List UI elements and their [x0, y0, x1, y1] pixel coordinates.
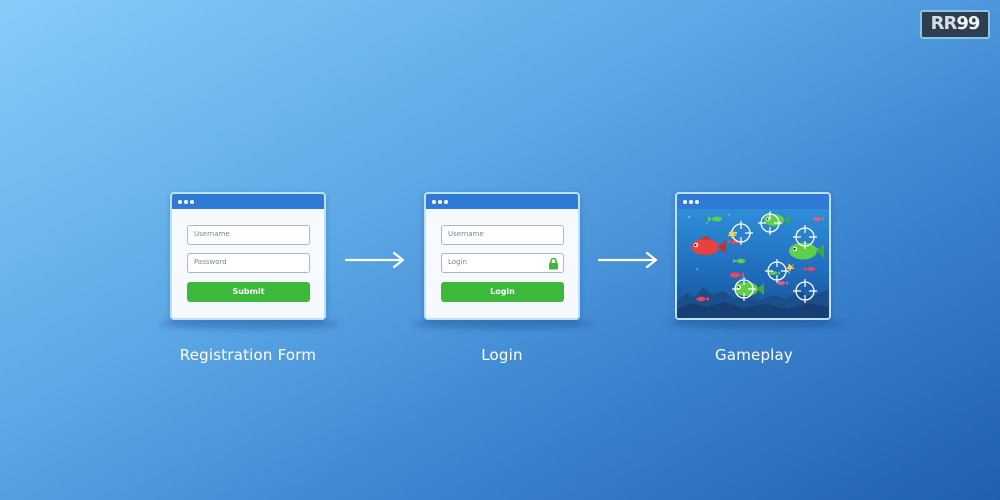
window-dot-icon [683, 200, 687, 204]
login-caption: Login [481, 346, 523, 364]
fish-icon [708, 216, 722, 222]
window-dot-icon [184, 200, 188, 204]
fish-icon [691, 236, 726, 255]
arrow-right-icon [345, 251, 405, 269]
spark-icon [727, 230, 737, 239]
gameplay-window-shadow [666, 318, 848, 330]
registration-password-placeholder: Password [194, 258, 227, 266]
submit-button[interactable]: Submit [187, 282, 310, 302]
registration-username-placeholder: Username [194, 230, 230, 238]
fish-icon [777, 281, 788, 285]
gameplay-window-titlebar [677, 194, 829, 209]
lock-icon [549, 257, 558, 270]
window-dot-icon [689, 200, 693, 204]
fish-icon [730, 272, 744, 278]
registration-window-titlebar [172, 194, 324, 209]
spark-icon [785, 263, 795, 272]
login-button[interactable]: Login [441, 282, 564, 302]
login-window: Username Login Login [424, 192, 580, 320]
login-field-placeholder: Login [448, 258, 467, 266]
gameplay-window [675, 192, 831, 320]
login-window-titlebar [426, 194, 578, 209]
window-dot-icon [178, 200, 182, 204]
brand-logo: RR99 [920, 10, 990, 39]
fish-icon [696, 296, 709, 302]
login-password-input[interactable]: Login [441, 253, 564, 273]
registration-username-input[interactable]: Username [187, 225, 310, 245]
gameplay-stage [675, 192, 831, 320]
registration-window-shadow [158, 318, 340, 330]
window-dot-icon [432, 200, 436, 204]
window-dot-icon [438, 200, 442, 204]
login-stage: Username Login Login [424, 192, 580, 320]
bubbles [687, 214, 819, 280]
login-window-shadow [412, 318, 594, 330]
registration-stage: Username Password Submit [170, 192, 326, 320]
logo-text-main: RR [930, 13, 958, 34]
window-dot-icon [695, 200, 699, 204]
logo-text-accent: 99 [956, 13, 980, 34]
fish-icon [733, 258, 746, 264]
arrow-right-icon [598, 251, 658, 269]
login-username-placeholder: Username [448, 230, 484, 238]
registration-password-input[interactable]: Password [187, 253, 310, 273]
fish-icon [804, 267, 815, 271]
login-username-input[interactable]: Username [441, 225, 564, 245]
fish-icon [813, 217, 824, 221]
registration-window: Username Password Submit [170, 192, 326, 320]
fish-icon [789, 242, 824, 260]
gameplay-caption: Gameplay [714, 346, 793, 364]
window-dot-icon [444, 200, 448, 204]
window-dot-icon [190, 200, 194, 204]
fish-icon [769, 271, 780, 275]
fish-game-scene[interactable] [677, 209, 829, 318]
registration-caption: Registration Form [179, 346, 317, 364]
